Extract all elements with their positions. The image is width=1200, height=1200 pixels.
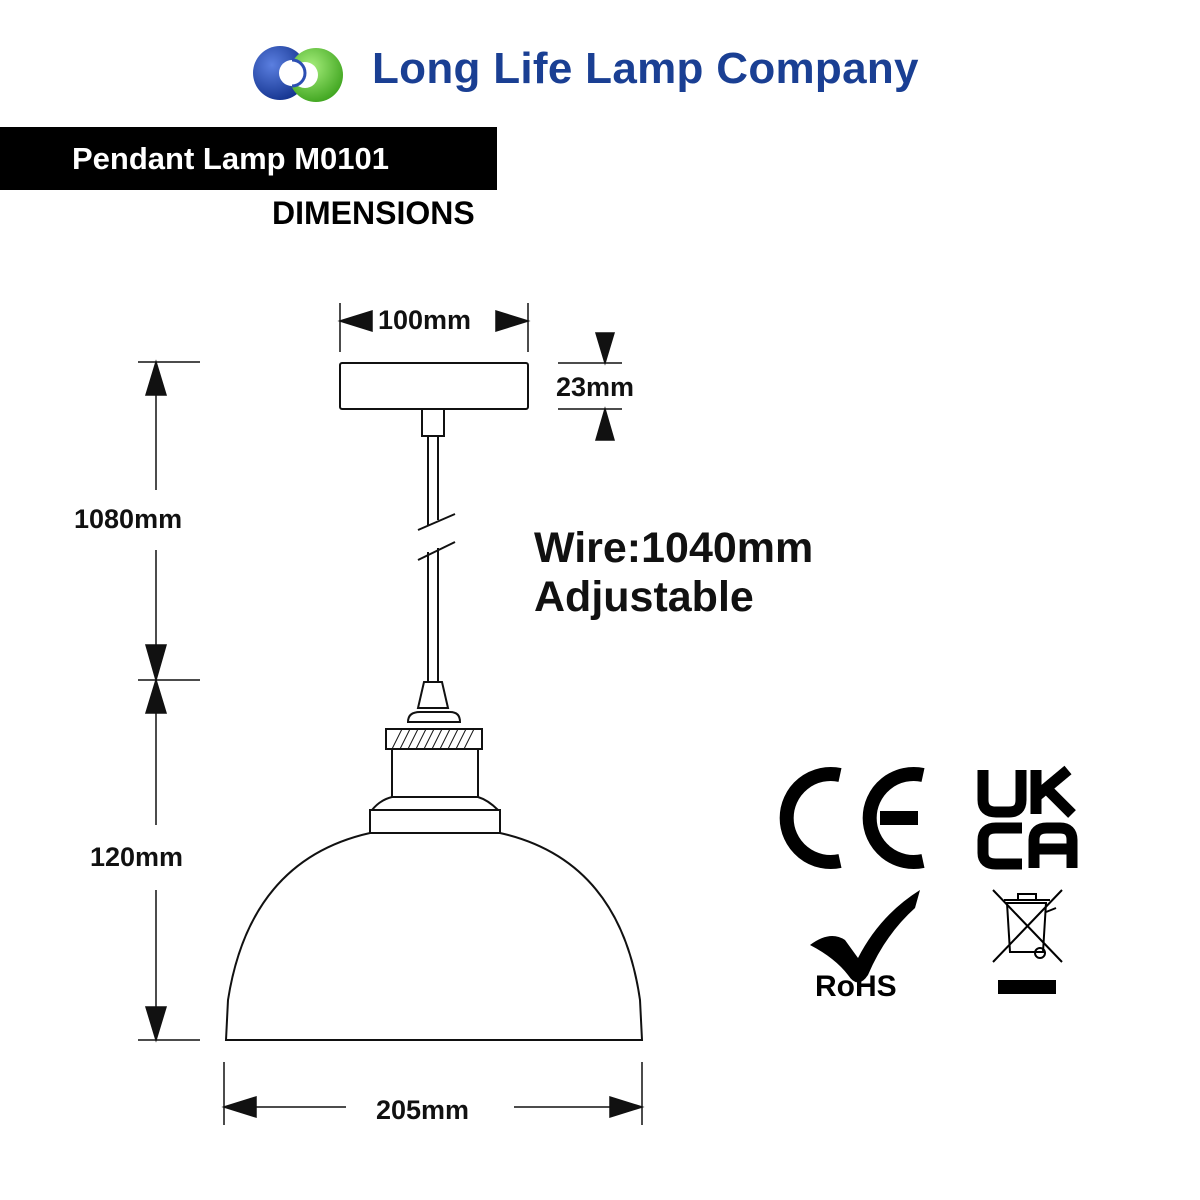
wire-length-note: Wire:1040mm	[534, 524, 814, 572]
drop-length-label: 1080mm	[74, 504, 183, 534]
wire-adjustable-note: Adjustable	[534, 573, 754, 621]
canopy-height-label: 23mm	[556, 372, 635, 402]
ceiling-canopy	[339, 362, 529, 410]
canopy-width-label: 100mm	[378, 305, 472, 335]
shade-height-label: 120mm	[90, 842, 184, 872]
lamp-holder-body	[391, 748, 479, 798]
section-label: DIMENSIONS	[272, 195, 475, 231]
lamp-shade	[224, 832, 644, 1041]
shade-collar	[369, 809, 501, 834]
canopy-stem	[421, 408, 445, 437]
lamp-holder-cap	[406, 711, 462, 723]
cord-grip	[416, 681, 450, 709]
product-title: Pendant Lamp M0101	[72, 141, 389, 176]
shade-width-label: 205mm	[376, 1095, 470, 1125]
company-name: Long Life Lamp Company	[372, 44, 919, 93]
title-bar	[0, 127, 497, 190]
